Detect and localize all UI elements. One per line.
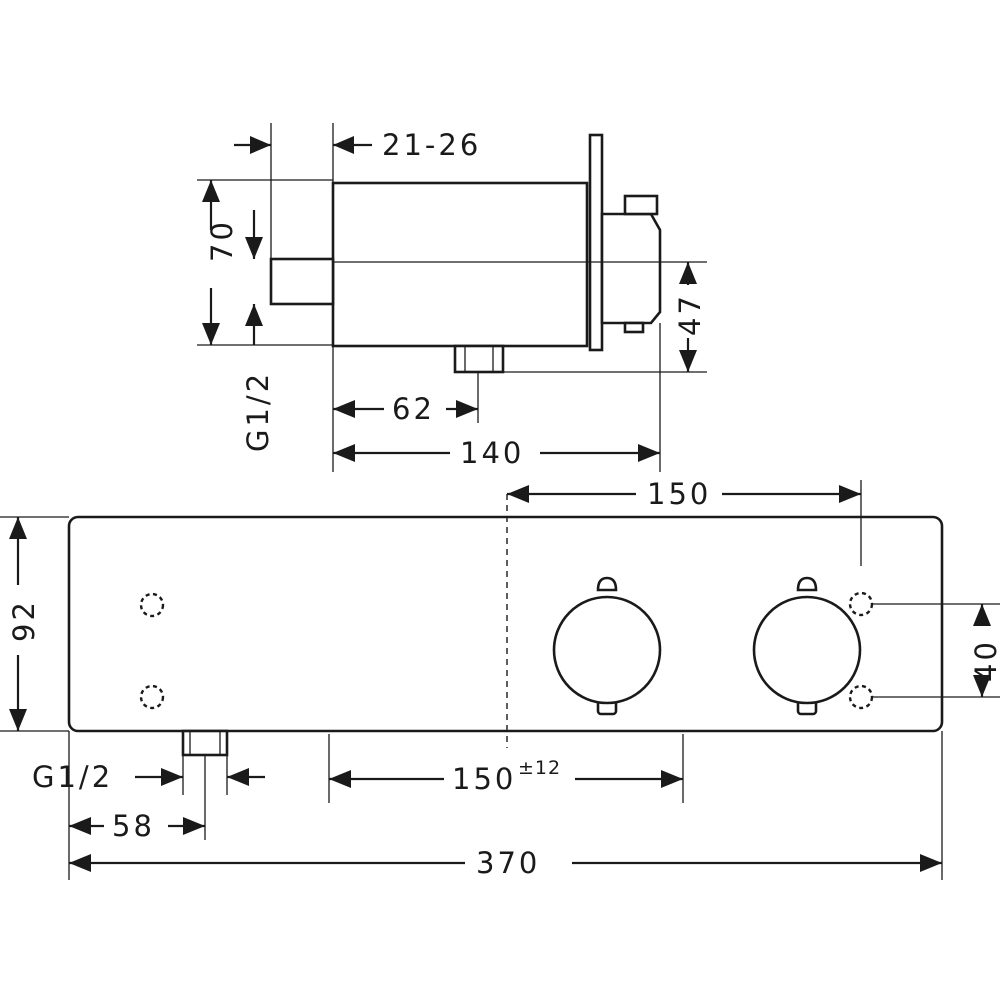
side-outlet-fitting [453,344,505,374]
front-view: 150 92 40 G1/2 58 150 ±12 [0,477,1000,880]
dim-side-thread: G1/2 [241,371,275,452]
dim-side-depth: 140 [460,436,524,470]
side-handle-top-tab [623,194,659,216]
dim-front-height: 92 [7,599,41,642]
dim-side-outlet-offset: 62 [392,392,435,426]
side-housing [331,181,589,348]
dim-side-outlet-height: 47 [673,293,707,336]
dim-side-height: 70 [205,219,239,262]
dim-front-inlet-offset: 58 [112,809,155,843]
dim-side-setback: 21-26 [382,128,481,162]
side-wall-plate [588,133,604,352]
mounting-hole [139,684,165,710]
side-handle-bottom-tab [623,321,645,334]
dim-front-thread: G1/2 [32,760,113,794]
dim-front-inlet-tolerance: ±12 [518,757,561,779]
mounting-hole [139,592,165,618]
flow-handle [752,576,862,716]
side-handle [600,212,662,325]
front-body [67,515,944,733]
dim-front-inlet-centers: 150 [452,762,516,796]
dim-front-hole-spacing: 40 [969,639,1000,682]
side-inlet-stub [269,257,335,306]
thermostat-handle [552,576,662,716]
dim-front-handles-span: 150 [647,477,711,511]
side-view: 21-26 70 G1/2 62 140 47 [197,123,707,472]
dim-front-total-width: 370 [476,846,540,880]
